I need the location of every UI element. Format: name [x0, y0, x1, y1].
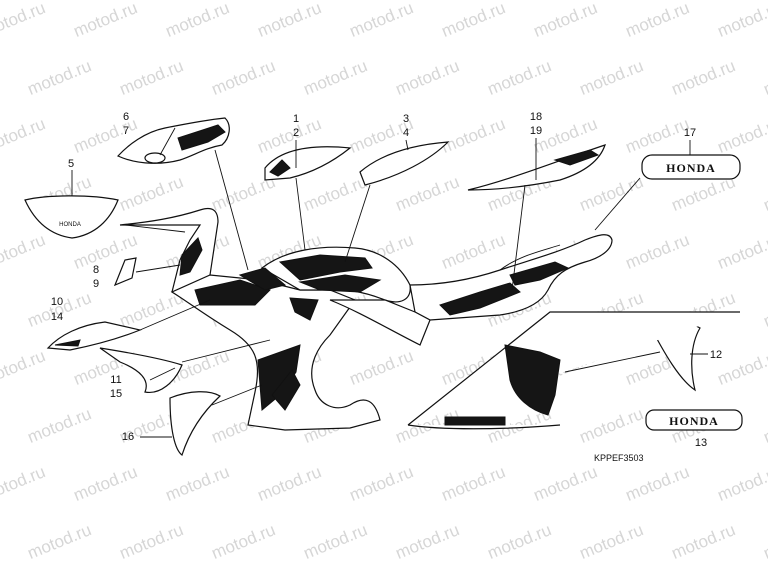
callout-3: 3: [403, 113, 409, 125]
callout-19: 19: [530, 125, 542, 137]
body-stripes: [179, 237, 570, 412]
callout-15: 15: [110, 388, 122, 400]
part-8-9: [113, 257, 137, 287]
callout-18: 18: [530, 111, 542, 123]
leader-lines: [71, 127, 708, 438]
part-10-14: [46, 321, 143, 351]
part-1-2: [264, 146, 352, 181]
callout-17: 17: [684, 127, 696, 139]
part-5: HONDA: [24, 195, 119, 239]
part-11-15: [99, 347, 183, 393]
lower-cowl-panel: [407, 311, 743, 431]
callout-14: 14: [51, 311, 63, 323]
callout-8: 8: [93, 264, 99, 276]
callout-9: 9: [93, 278, 99, 290]
callout-10: 10: [51, 296, 63, 308]
svg-text:HONDA: HONDA: [59, 222, 81, 228]
callout-13: 13: [695, 437, 707, 449]
callouts: 5 6 7 1 2 3 4 18 19 17 8 9 10 14 11 15 1…: [51, 111, 722, 449]
callout-12: 12: [710, 349, 722, 361]
part-18-19: [467, 144, 606, 191]
callout-11: 11: [110, 374, 121, 386]
callout-6: 6: [123, 111, 129, 123]
honda-emblem-17-text: HONDA: [666, 161, 716, 175]
callout-1: 1: [293, 113, 299, 125]
part-6-7: [117, 117, 230, 164]
diagram-code: KPPEF3503: [594, 453, 644, 463]
part-16: [169, 391, 221, 456]
callout-7: 7: [123, 125, 129, 137]
callout-4: 4: [403, 127, 409, 139]
part-3-4: [359, 141, 450, 186]
part-17-honda-emblem: [641, 154, 741, 180]
callout-16: 16: [122, 431, 134, 443]
honda-emblem-13-text: HONDA: [669, 414, 719, 428]
callout-5: 5: [68, 158, 74, 170]
callout-2: 2: [293, 127, 299, 139]
